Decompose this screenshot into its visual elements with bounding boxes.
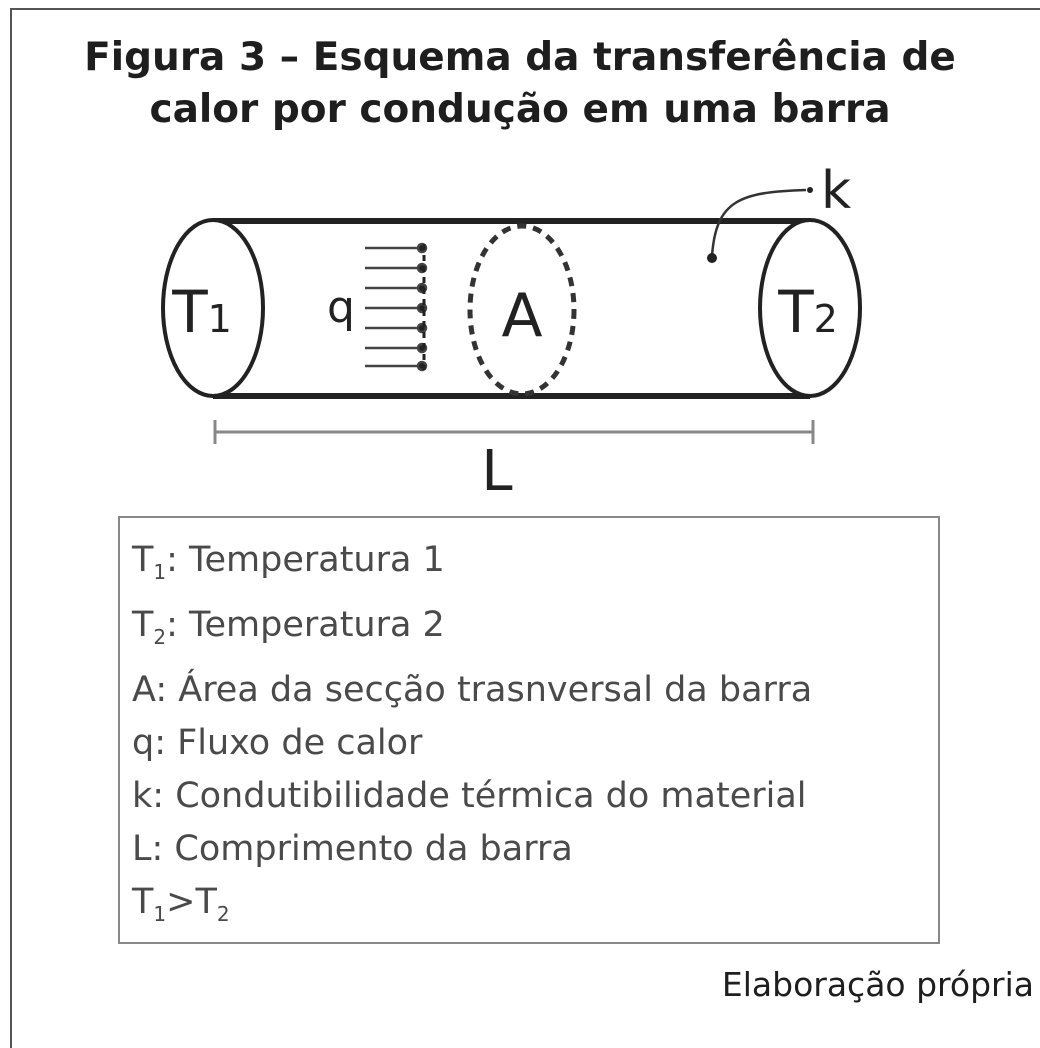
t1-label: T1	[171, 278, 232, 346]
figure-frame	[10, 8, 1040, 1048]
figure-title: Figura 3 – Esquema da transferência de c…	[84, 35, 956, 132]
heat-conduction-diagram: T1 T2 A q k L	[161, 161, 862, 504]
legend-item-area: A: Área da secção trasnversal da barra	[132, 670, 813, 710]
legend-item-inequality: T1>T2	[132, 882, 230, 926]
conductivity-point	[707, 253, 717, 263]
left-end-ellipse	[161, 218, 265, 398]
flux-label: q	[327, 282, 355, 333]
t2-label: T2	[777, 278, 838, 346]
legend-item-length: L: Comprimento da barra	[132, 829, 573, 869]
conductivity-pointer	[710, 188, 807, 257]
length-dimension	[213, 420, 815, 444]
length-label: L	[481, 439, 512, 504]
legend-item-t1: T1: Temperatura 1	[132, 540, 445, 584]
cross-section-area	[467, 223, 577, 397]
area-label: A	[501, 281, 542, 351]
legend-box: T1: Temperatura 1 T2: Temperatura 2 A: Á…	[118, 516, 940, 944]
heat-flux-arrows	[365, 242, 428, 372]
legend-item-conductivity: k: Condutibilidade térmica do material	[132, 776, 807, 816]
right-end-ellipse	[758, 218, 862, 398]
conductivity-label: k	[821, 161, 851, 221]
figure-credit: Elaboração própria	[721, 965, 1034, 1004]
legend-item-flux: q: Fluxo de calor	[132, 723, 423, 763]
legend-item-t2: T2: Temperatura 2	[132, 605, 445, 649]
